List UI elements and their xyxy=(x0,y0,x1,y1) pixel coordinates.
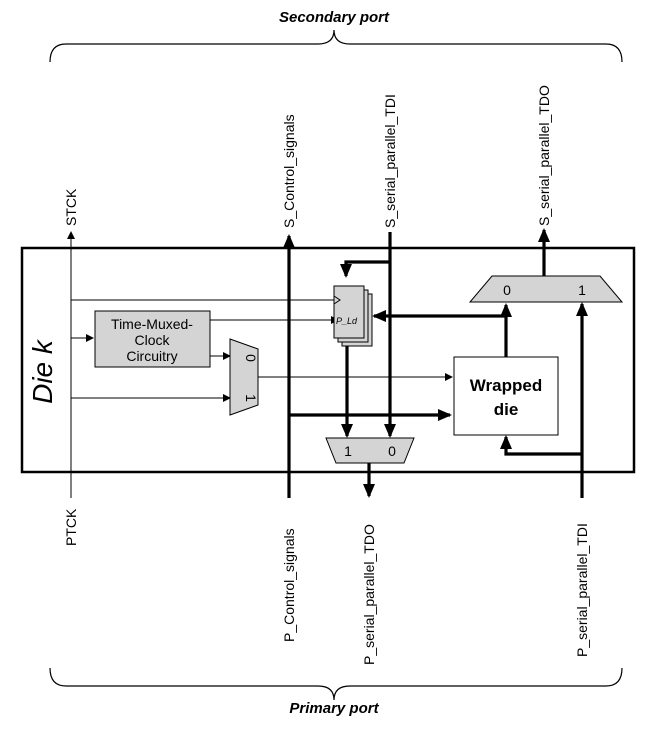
clock-mux-input-0: 0 xyxy=(243,354,259,362)
secondary-port-brace xyxy=(49,29,623,63)
clock-block-label-3: Circuitry xyxy=(126,348,177,364)
primary-port-brace xyxy=(49,667,623,701)
thin-wires xyxy=(67,231,453,498)
secondary-port-title: Secondary port xyxy=(279,9,390,26)
clock-edge-icon xyxy=(333,295,341,305)
clock-block-label-2: Clock xyxy=(134,332,170,348)
s-tdi-label: S_serial_parallel_TDI xyxy=(382,94,398,228)
time-muxed-clock-circuitry: Time-Muxed- Clock Circuitry xyxy=(94,310,211,368)
top-mux-input-1: 1 xyxy=(578,282,586,298)
s-control-signals-label: S_Control_signals xyxy=(281,114,297,228)
top-mux: 0 1 xyxy=(468,275,624,303)
primary-port-title: Primary port xyxy=(289,700,379,717)
thick-wires xyxy=(283,228,588,498)
clock-mux: 0 1 xyxy=(229,338,259,416)
wrapped-die-block: Wrapped die xyxy=(453,356,559,436)
die-boundary xyxy=(20,246,636,474)
ptck-label: PTCK xyxy=(63,508,79,546)
stck-label: STCK xyxy=(63,188,79,226)
die-label: Die k xyxy=(27,338,58,404)
wrapped-die-label-2: die xyxy=(494,400,519,419)
bottom-mux-input-1: 1 xyxy=(344,443,352,459)
wrapped-die-label-1: Wrapped xyxy=(470,376,542,395)
clock-mux-input-1: 1 xyxy=(243,394,259,402)
bottom-mux: 1 0 xyxy=(325,437,415,464)
top-mux-input-0: 0 xyxy=(503,282,511,298)
parallel-load-register: P_Ld xyxy=(333,285,373,347)
p-tdi-label: P_serial_parallel_TDI xyxy=(574,523,590,657)
register-label: P_Ld xyxy=(336,316,358,326)
bottom-mux-input-0: 0 xyxy=(388,443,396,459)
s-tdo-label: S_serial_parallel_TDO xyxy=(536,85,552,226)
p-tdo-label: P_serial_parallel_TDO xyxy=(361,524,377,665)
clock-block-label-1: Time-Muxed- xyxy=(111,316,193,332)
p-control-signals-label: P_Control_signals xyxy=(281,528,297,642)
